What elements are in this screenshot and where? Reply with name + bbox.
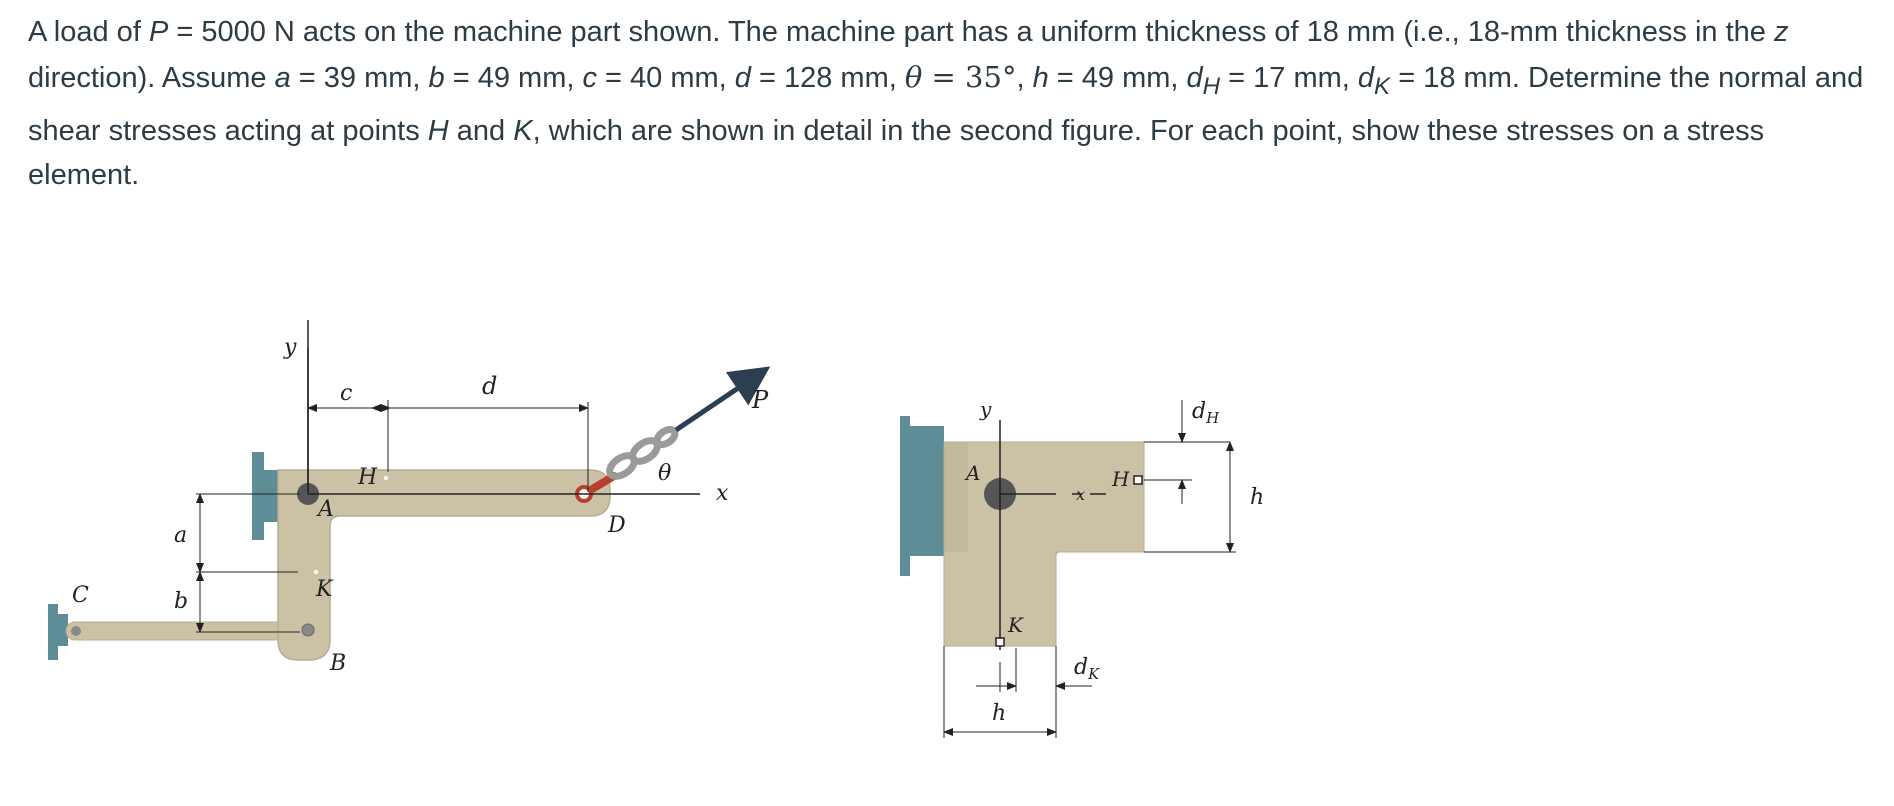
- label-a-point: A: [316, 497, 334, 522]
- problem-statement: A load of P = 5000 N acts on the machine…: [28, 16, 1864, 192]
- label-h: H: [357, 465, 378, 490]
- label-k: K: [315, 577, 334, 602]
- label-dk: dK: [1074, 655, 1100, 683]
- link-cb: [65, 621, 313, 641]
- detail-figure-h-k: y dH A H x h K dK h: [900, 397, 1264, 738]
- point-k-marker: [995, 637, 1005, 647]
- load-arrow-p: [674, 366, 771, 433]
- machine-part-figure: y c d P H θ x A D a C b K B: [48, 320, 771, 676]
- wall-support: [900, 416, 910, 576]
- pin-c: [71, 626, 81, 636]
- wall-support-c: [48, 604, 58, 660]
- label-h-bottom: h: [992, 701, 1006, 726]
- label-b-point: B: [329, 651, 346, 676]
- label-h-point: H: [1111, 467, 1130, 491]
- point-h-marker: [1133, 475, 1143, 485]
- label-d: d: [482, 372, 497, 400]
- label-y: y: [283, 335, 297, 360]
- wall-support-a: [252, 452, 264, 540]
- pin-b: [301, 623, 315, 637]
- label-c-point: C: [72, 583, 89, 608]
- label-h-right: h: [1250, 485, 1264, 510]
- label-a-point: A: [964, 461, 980, 485]
- label-k-point: K: [1007, 613, 1024, 637]
- label-p: P: [751, 386, 769, 414]
- label-d-point: D: [607, 513, 626, 538]
- point-h-marker: [384, 476, 388, 480]
- label-x: x: [716, 481, 729, 506]
- point-k-marker: [314, 570, 318, 574]
- label-dh: dH: [1192, 399, 1220, 427]
- label-x: x: [1076, 485, 1085, 504]
- label-c: c: [340, 381, 352, 406]
- label-b: b: [174, 589, 188, 614]
- chain: [606, 425, 679, 480]
- label-y: y: [979, 397, 992, 421]
- label-theta: θ: [658, 461, 671, 486]
- label-a: a: [174, 523, 187, 548]
